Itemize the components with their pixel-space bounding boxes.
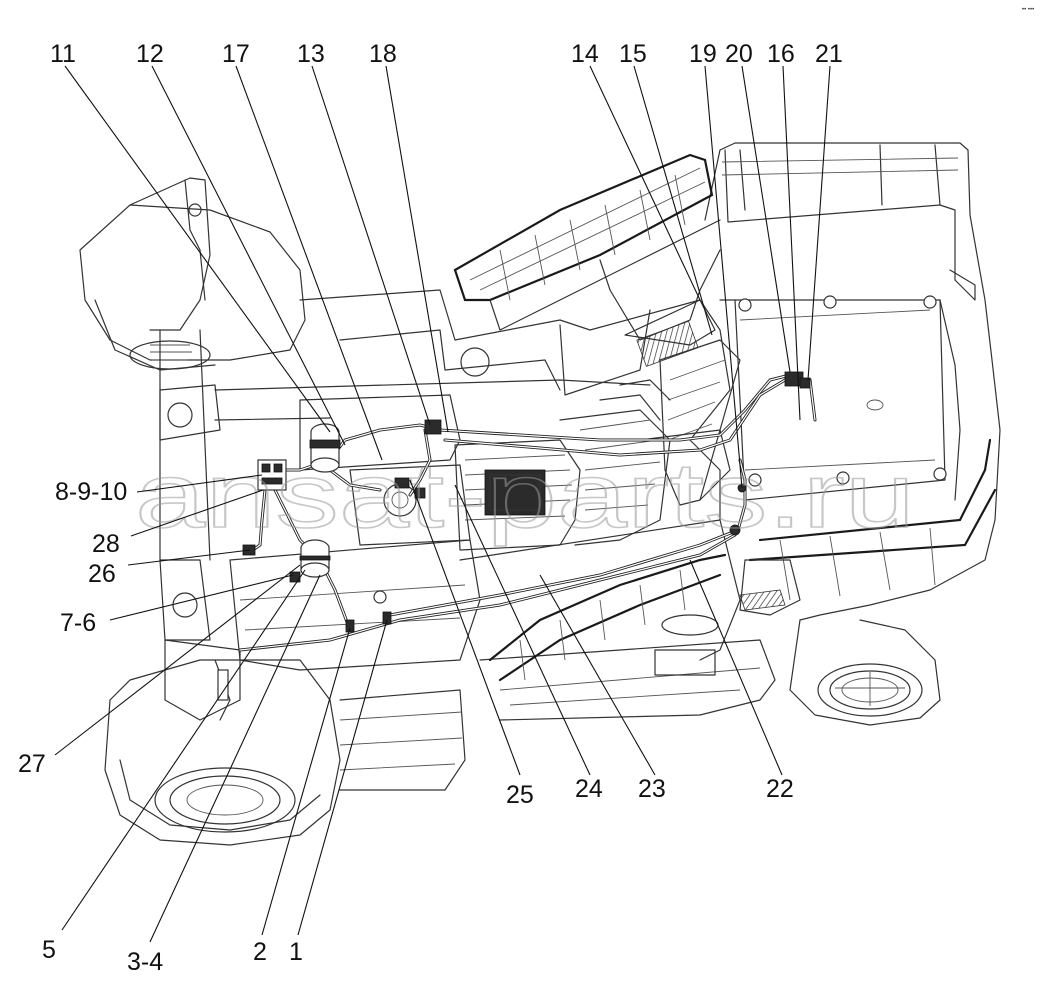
callout-25: 25 xyxy=(506,781,534,809)
watermark: ansat-parts.ru xyxy=(135,445,915,547)
callout-5: 5 xyxy=(42,936,56,964)
callout-1: 1 xyxy=(289,938,303,966)
callout-23: 23 xyxy=(638,775,666,803)
callout-18: 18 xyxy=(369,40,397,68)
engine-block xyxy=(299,379,731,551)
front-left-wheel xyxy=(104,659,466,846)
callout-8-9-10: 8-9-10 xyxy=(55,478,127,506)
callout-7-6: 7-6 xyxy=(60,609,96,637)
callout-27: 27 xyxy=(18,750,46,778)
callout-12: 12 xyxy=(136,40,164,68)
callout-13: 13 xyxy=(297,40,325,68)
rear-body-outline xyxy=(704,142,1001,726)
callout-22: 22 xyxy=(766,775,794,803)
corner-mark: •• ••• xyxy=(1022,7,1034,13)
callout-21: 21 xyxy=(815,40,843,68)
leader-lines xyxy=(54,65,831,943)
overhead-guard xyxy=(453,153,721,341)
front-mast xyxy=(79,177,651,721)
callout-15: 15 xyxy=(619,40,647,68)
callout-20: 20 xyxy=(725,40,753,68)
callout-3-4: 3-4 xyxy=(127,948,163,976)
callout-17: 17 xyxy=(222,40,250,68)
callout-26: 26 xyxy=(88,560,116,588)
callout-24: 24 xyxy=(575,775,603,803)
callout-19: 19 xyxy=(689,40,717,68)
callout-2: 2 xyxy=(253,938,267,966)
callout-28: 28 xyxy=(92,530,120,558)
callout-14: 14 xyxy=(571,40,599,68)
callout-labels: 11 12 17 13 18 14 15 19 20 16 21 8-9-10 … xyxy=(18,40,843,976)
callout-11: 11 xyxy=(50,40,76,68)
callout-16: 16 xyxy=(767,40,795,68)
